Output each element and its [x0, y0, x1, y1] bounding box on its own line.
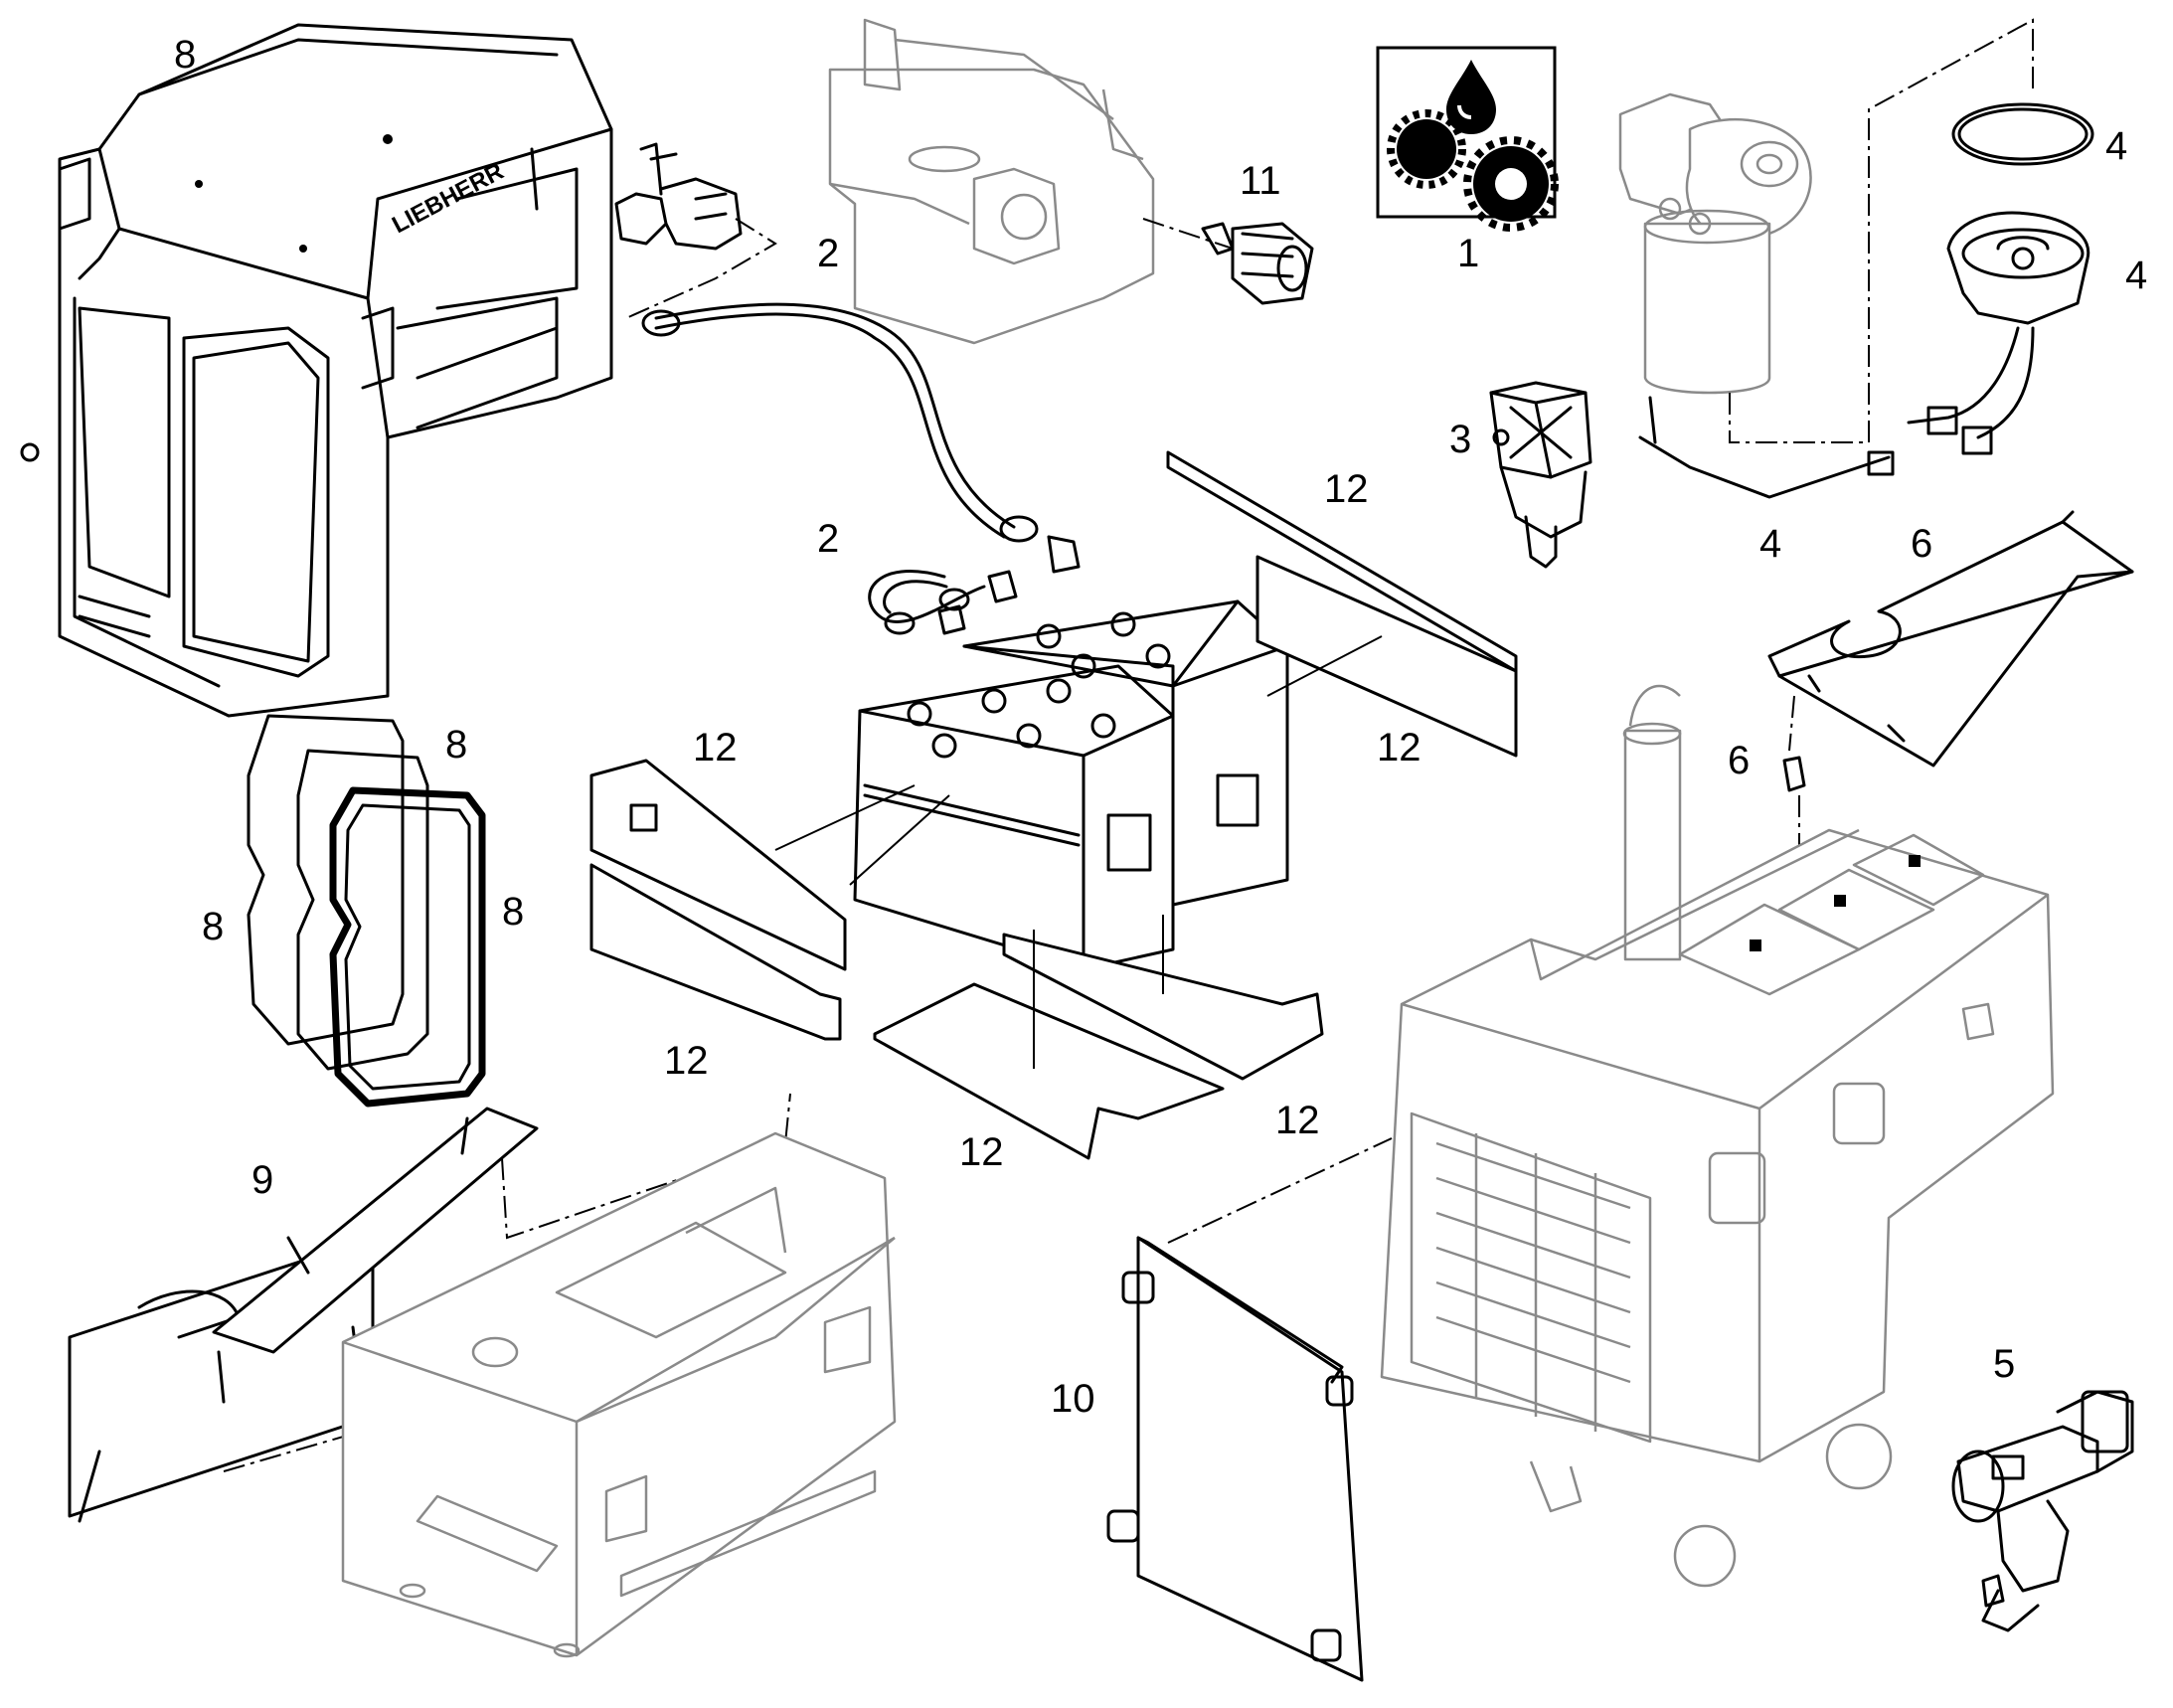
engine-hood — [1380, 684, 2055, 1588]
valve-unit-part-3 — [1489, 381, 1592, 569]
callout-12: 12 — [959, 1130, 1004, 1174]
callout-12: 12 — [1324, 467, 1369, 511]
callout-1: 1 — [1457, 232, 1479, 275]
callout-12: 12 — [664, 1039, 709, 1083]
tank-housing — [341, 1131, 897, 1658]
callout-6: 6 — [1728, 739, 1750, 782]
callout-9: 9 — [251, 1158, 273, 1202]
callout-2: 2 — [817, 232, 839, 275]
battery-switch-and-cables-part-2 — [614, 142, 1081, 635]
callout-4: 4 — [2105, 124, 2127, 168]
brand-text: LIEBHERR — [388, 158, 508, 239]
callout-5: 5 — [1993, 1342, 2015, 1386]
filter-assembly-part-4 — [1618, 18, 2094, 499]
callout-8: 8 — [174, 33, 196, 77]
callout-8: 8 — [202, 905, 224, 948]
callout-12: 12 — [693, 726, 738, 769]
callout-2: 2 — [817, 517, 839, 561]
callout-10: 10 — [1051, 1377, 1095, 1421]
insulation-panels-part-12 — [589, 450, 1518, 1160]
callout-labels: 1 2 2 3 4 4 4 5 6 6 8 8 8 8 9 10 11 12 1… — [174, 33, 2147, 1421]
starter-motor-part-11 — [828, 18, 1314, 345]
cab-part-8: LIEBHERR — [20, 23, 613, 718]
callout-4: 4 — [1759, 522, 1781, 566]
callout-11: 11 — [1240, 159, 1281, 203]
callout-4: 4 — [2125, 254, 2147, 297]
access-panel-part-10 — [1106, 1137, 1393, 1682]
auxiliary-unit-part-5 — [1951, 1390, 2134, 1632]
callout-12: 12 — [1377, 726, 1421, 769]
gasket-seals-part-8 — [247, 714, 486, 1108]
gears-and-oil-drop-icon — [1376, 46, 1559, 232]
callout-6: 6 — [1911, 522, 1932, 566]
callout-3: 3 — [1449, 418, 1471, 461]
battery-pair — [853, 599, 1289, 971]
callout-8: 8 — [445, 723, 467, 767]
bracket-part-9 — [68, 1093, 791, 1523]
callout-12: 12 — [1275, 1099, 1320, 1142]
callout-8: 8 — [502, 890, 524, 934]
